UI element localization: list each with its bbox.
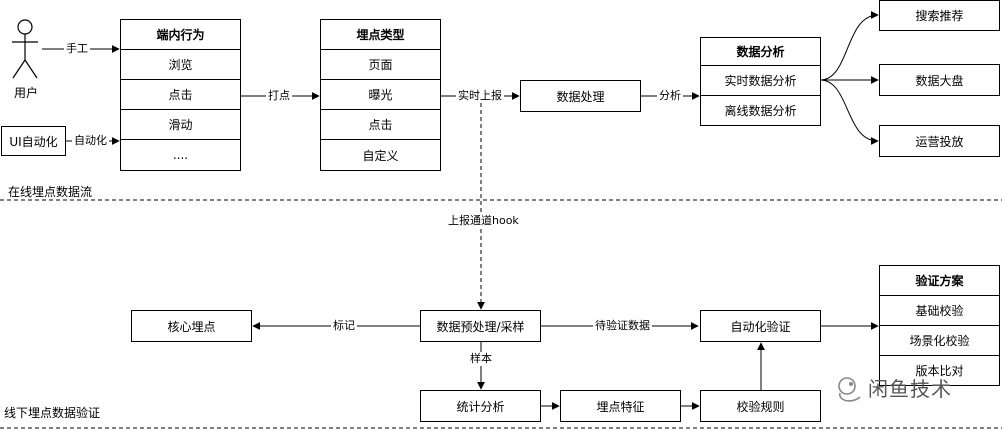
edge-label-realtime-report: 实时上报 xyxy=(456,89,504,103)
preprocess-box: 数据预处理/采样 xyxy=(420,310,541,342)
output-operations: 运营投放 xyxy=(879,125,1000,157)
user-figure-icon xyxy=(12,19,38,79)
track-features-box: 埋点特征 xyxy=(560,390,681,422)
edge-analysis-search xyxy=(819,11,879,81)
behavior-item: 滑动 xyxy=(120,109,241,140)
data-analysis-title: 数据分析 xyxy=(700,37,821,66)
verify-plan-item: 版本比对 xyxy=(879,355,1000,386)
edge-label-pending: 待验证数据 xyxy=(593,319,652,333)
edge-label-automation: 自动化 xyxy=(72,134,109,148)
ui-automation-box: UI自动化 xyxy=(1,126,66,156)
edge-label-manual: 手工 xyxy=(64,42,90,56)
output-data-dashboard: 数据大盘 xyxy=(879,64,1000,96)
behavior-item: .... xyxy=(120,139,241,171)
output-search-recommend: 搜索推荐 xyxy=(879,0,1000,31)
behavior-title: 端内行为 xyxy=(120,19,241,50)
edge-analysis-ops xyxy=(819,79,879,145)
edge-label-hook: 上报通道hook xyxy=(446,214,521,228)
section-online-label: 在线埋点数据流 xyxy=(8,185,93,199)
verify-plan-title: 验证方案 xyxy=(879,265,1000,296)
user-label: 用户 xyxy=(12,86,41,100)
edge-label-analyze: 分析 xyxy=(657,89,683,103)
core-track-box: 核心埋点 xyxy=(131,310,252,342)
edge-label-mark: 标记 xyxy=(331,319,357,333)
edge-label-sample: 样本 xyxy=(468,352,494,366)
track-type-item: 自定义 xyxy=(320,139,441,171)
data-processing-box: 数据处理 xyxy=(520,80,641,112)
auto-verify-box: 自动化验证 xyxy=(700,310,821,342)
track-type-item: 曝光 xyxy=(320,79,441,110)
behavior-item: 点击 xyxy=(120,79,241,110)
track-type-item: 点击 xyxy=(320,109,441,140)
stat-analysis-box: 统计分析 xyxy=(420,390,541,422)
verify-rules-box: 校验规则 xyxy=(700,390,821,422)
verify-plan-item: 场景化校验 xyxy=(879,325,1000,356)
watermark-logo-icon xyxy=(838,377,861,402)
verify-plan-item: 基础校验 xyxy=(879,295,1000,326)
data-analysis-item: 离线数据分析 xyxy=(700,95,821,126)
watermark-text: 闲鱼技术 xyxy=(868,377,952,401)
behavior-item: 浏览 xyxy=(120,49,241,80)
data-analysis-item: 实时数据分析 xyxy=(700,65,821,96)
section-offline-label: 线下埋点数据验证 xyxy=(4,406,101,420)
track-types-title: 埋点类型 xyxy=(320,19,441,50)
track-type-item: 页面 xyxy=(320,49,441,80)
edge-label-track: 打点 xyxy=(266,89,292,103)
